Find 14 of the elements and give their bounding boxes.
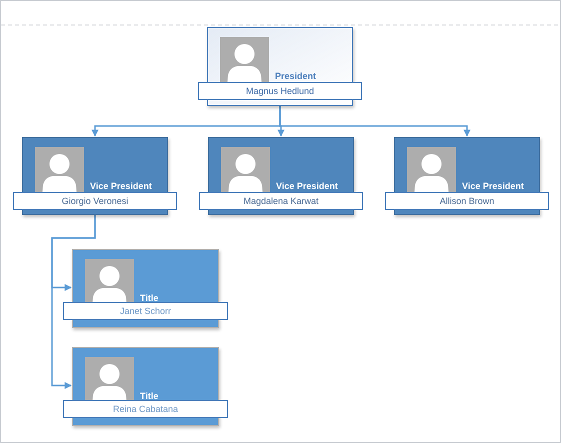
job-title: Vice President (276, 182, 338, 191)
org-chart-card (198, 27, 362, 106)
job-title: Vice President (90, 182, 152, 191)
org-chart-card (63, 249, 228, 328)
org-chart-card (385, 137, 549, 215)
org-chart-card (63, 347, 228, 426)
job-title: Vice President (462, 182, 524, 191)
org-chart-card (199, 137, 363, 215)
org-chart-card (13, 137, 177, 215)
job-title: President (275, 72, 316, 81)
job-title: Title (140, 392, 158, 401)
job-title: Title (140, 294, 158, 303)
connector-arrow (279, 106, 470, 137)
connector-arrow (51, 215, 96, 389)
